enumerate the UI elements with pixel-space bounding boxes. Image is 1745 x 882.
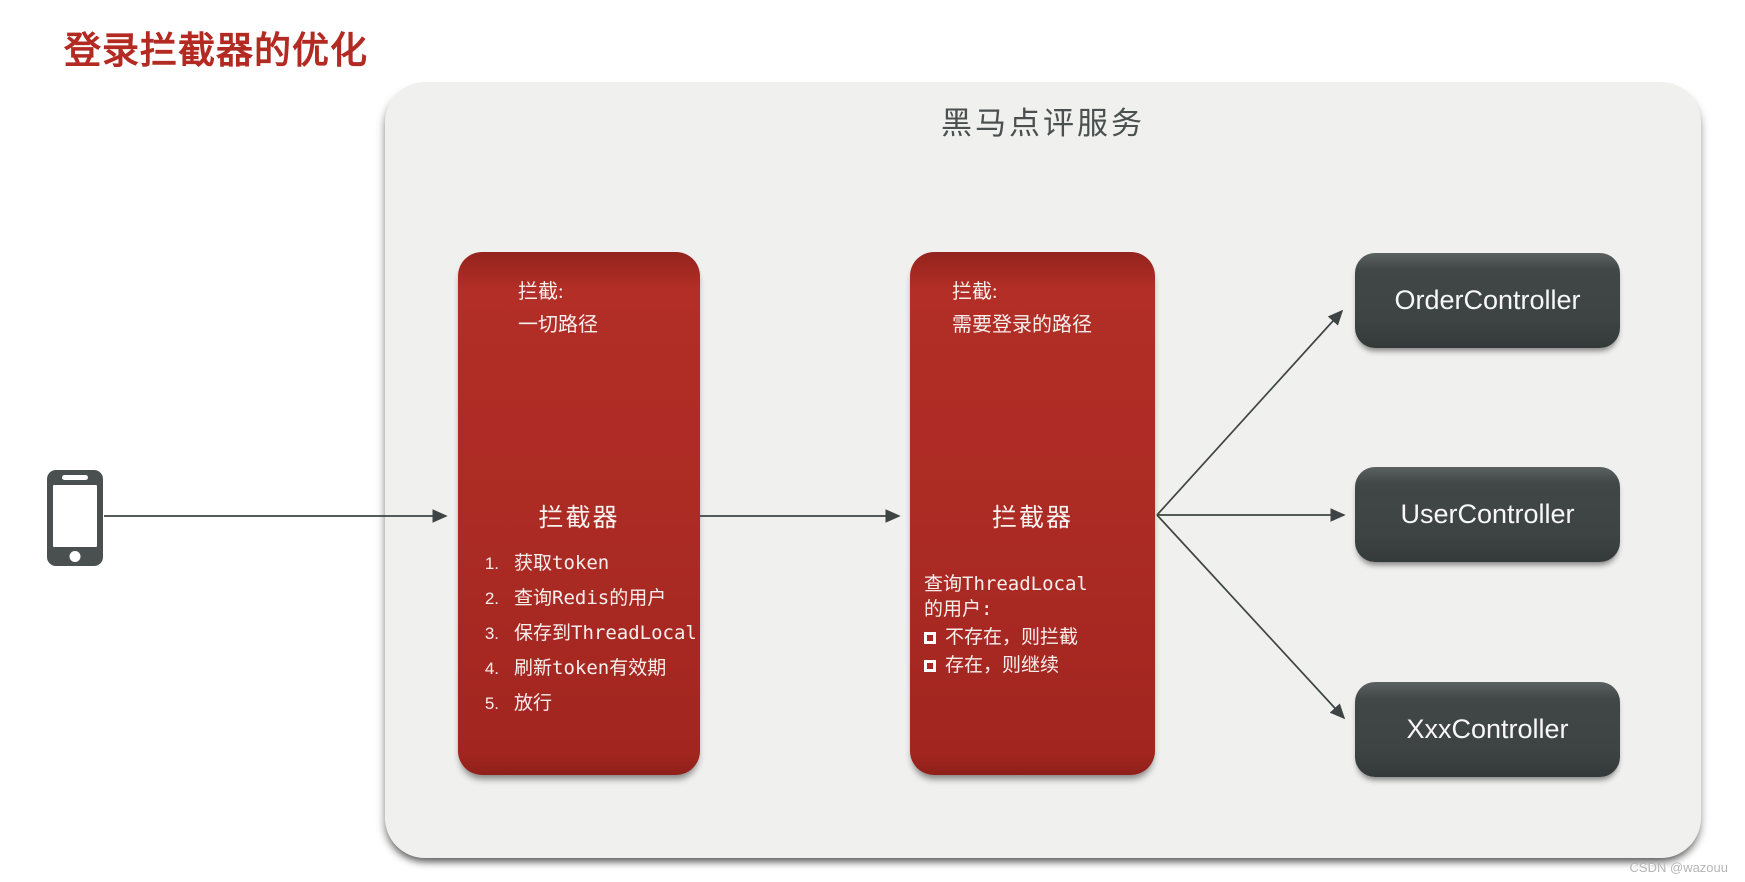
interceptor-all-steps: 1. 获取token 2. 查询Redis的用户 3. 保存到ThreadLoc… xyxy=(472,548,702,723)
step-number: 2. xyxy=(484,589,499,608)
scope-label: 拦截: xyxy=(518,281,564,303)
order-controller-box: OrderController xyxy=(1355,253,1620,348)
checkbox-bullet-icon xyxy=(924,659,936,672)
step-item: 2. 查询Redis的用户 xyxy=(472,583,702,610)
step-text: 放行 xyxy=(514,692,553,714)
service-title: 黑马点评服务 xyxy=(941,106,1145,141)
step-number: 1. xyxy=(484,554,499,573)
page-title: 登录拦截器的优化 xyxy=(64,31,368,72)
check-text: 不存在，则拦截 xyxy=(945,626,1079,648)
step-item: 3. 保存到ThreadLocal xyxy=(472,618,702,645)
phone-screen xyxy=(53,485,97,547)
check-item: 存在，则继续 xyxy=(924,653,1088,678)
user-controller-box: UserController xyxy=(1355,467,1620,562)
interceptor-all-box: 拦截: 一切路径 拦截器 1. 获取token 2. 查询Redis的用户 3.… xyxy=(458,252,700,775)
step-text: 获取token xyxy=(514,552,610,574)
step-text: 查询Redis的用户 xyxy=(514,587,667,609)
step-item: 4. 刷新token有效期 xyxy=(472,653,702,680)
phone-home-button-icon xyxy=(69,551,81,562)
step-number: 5. xyxy=(484,694,499,713)
check-item: 不存在，则拦截 xyxy=(924,625,1088,650)
interceptor-all-name: 拦截器 xyxy=(538,505,620,532)
check-text: 存在，则继续 xyxy=(945,654,1060,676)
scope-value: 需要登录的路径 xyxy=(952,314,1092,336)
step-text: 刷新token有效期 xyxy=(514,657,667,679)
step-number: 4. xyxy=(484,659,499,678)
interceptor-login-box: 拦截: 需要登录的路径 拦截器 查询ThreadLocal 的用户: 不存在，则… xyxy=(910,252,1155,775)
xxx-controller-box: XxxController xyxy=(1355,682,1620,777)
step-text: 保存到ThreadLocal xyxy=(514,622,697,644)
scope-value: 一切路径 xyxy=(518,314,598,336)
watermark: CSDN @wazouu xyxy=(1629,860,1728,875)
interceptor-login-scope: 拦截: 需要登录的路径 xyxy=(952,276,1092,342)
query-line1: 查询ThreadLocal xyxy=(924,573,1088,595)
step-number: 3. xyxy=(484,624,499,643)
checkbox-bullet-icon xyxy=(924,631,936,644)
query-line2: 的用户: xyxy=(924,598,993,620)
step-item: 5. 放行 xyxy=(472,688,702,715)
scope-label: 拦截: xyxy=(952,281,998,303)
phone-speaker-icon xyxy=(62,475,88,480)
phone-icon xyxy=(47,470,103,566)
interceptor-all-scope: 拦截: 一切路径 xyxy=(518,276,598,342)
interceptor-login-name: 拦截器 xyxy=(991,505,1073,532)
interceptor-login-query: 查询ThreadLocal 的用户: 不存在，则拦截 存在，则继续 xyxy=(924,572,1088,678)
step-item: 1. 获取token xyxy=(472,548,702,575)
